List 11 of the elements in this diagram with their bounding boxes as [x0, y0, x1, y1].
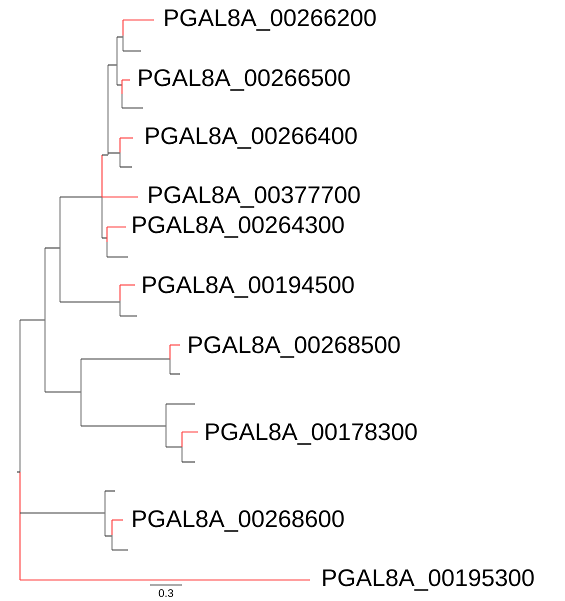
leaf-label: PGAL8A_00266200 [165, 9, 376, 31]
leaf-label: PGAL8A_00178300 [206, 423, 417, 445]
leaf-label: PGAL8A_00266400 [146, 127, 357, 149]
leaf-label: PGAL8A_00268500 [189, 336, 400, 358]
leaf-label: PGAL8A_00377700 [149, 186, 360, 208]
leaf-label: PGAL8A_00266500 [139, 69, 350, 91]
leaf-label: PGAL8A_00264300 [133, 216, 344, 238]
leaf-label: PGAL8A_00268600 [133, 510, 344, 532]
leaf-label: PGAL8A_00195300 [323, 569, 534, 591]
leaf-label: PGAL8A_00194500 [143, 276, 354, 298]
scale-label: 0.3 [158, 589, 174, 597]
